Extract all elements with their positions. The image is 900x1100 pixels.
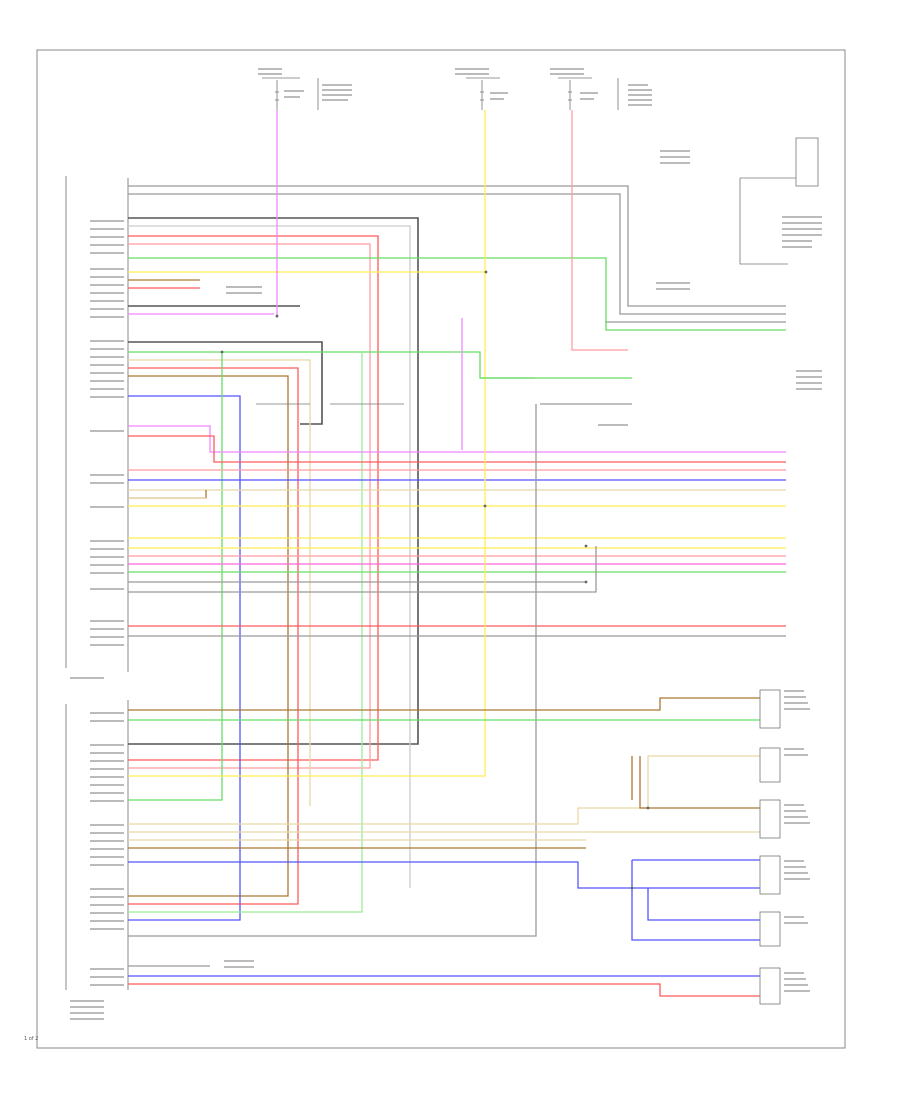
page-label: 1 of 2 <box>24 1036 39 1042</box>
diagram-border <box>36 49 846 1049</box>
wires <box>128 110 786 997</box>
fuse-labels <box>258 68 652 106</box>
connectors <box>256 137 819 1005</box>
fuses <box>262 77 619 110</box>
splice-dots <box>220 270 650 890</box>
component-labels <box>224 150 822 992</box>
radio-connector-bracket <box>65 176 129 990</box>
left-pin-labels <box>70 220 124 1020</box>
